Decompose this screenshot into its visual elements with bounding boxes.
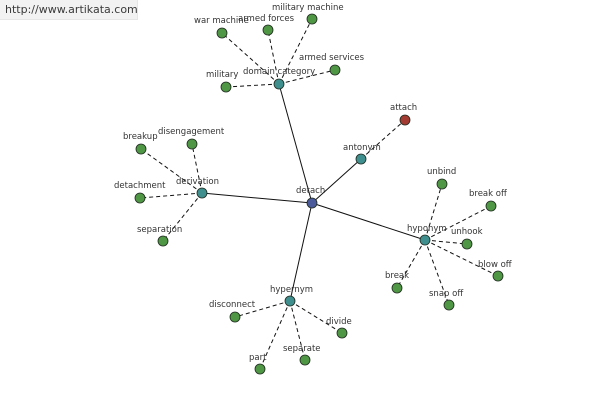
edge-domain-category-military-machine: [278, 18, 313, 85]
edge-center-antonym: [311, 158, 362, 204]
term-armed-services-node[interactable]: [329, 64, 341, 76]
category-antonym-label: antonym: [343, 143, 381, 153]
edge-hyponym-unhook: [424, 239, 468, 245]
category-derivation-node[interactable]: [196, 187, 208, 199]
term-war-machine-label: war machine: [194, 16, 249, 26]
term-snap-off-label: snap off: [429, 289, 464, 299]
category-hypernym-label: hypernym: [270, 285, 313, 295]
term-disconnect-node[interactable]: [229, 311, 241, 323]
category-antonym-node[interactable]: [355, 153, 367, 165]
term-unhook-label: unhook: [451, 227, 483, 237]
term-break-label: break: [385, 271, 409, 281]
term-disengagement-node[interactable]: [186, 138, 198, 150]
term-snap-off-node[interactable]: [443, 299, 455, 311]
edge-hypernym-part: [259, 300, 291, 370]
term-break-off-label: break off: [469, 189, 508, 199]
edge-domain-category-military: [225, 83, 280, 88]
term-attach-node[interactable]: [399, 114, 411, 126]
term-blow-off-node[interactable]: [492, 270, 504, 282]
edge-domain-category-armed-services: [278, 69, 336, 85]
term-breakup-label: breakup: [123, 132, 158, 142]
edge-center-domain-category: [278, 83, 313, 204]
watermark-url[interactable]: http://www.artikata.com: [0, 0, 138, 20]
term-break-node[interactable]: [391, 282, 403, 294]
term-break-off-node[interactable]: [485, 200, 497, 212]
term-armed-forces-label: armed forces: [238, 14, 295, 24]
edge-hyponym-unbind: [424, 183, 443, 241]
term-separate-node[interactable]: [299, 354, 311, 366]
term-detachment-label: detachment: [114, 181, 166, 191]
edge-domain-category-war-machine: [221, 32, 280, 85]
edge-hypernym-disconnect: [234, 300, 291, 318]
term-separate-label: separate: [283, 344, 321, 354]
term-military-machine-node[interactable]: [306, 13, 318, 25]
term-divide-label: divide: [326, 317, 352, 327]
edge-hyponym-break-off: [424, 205, 492, 241]
term-war-machine-node[interactable]: [216, 27, 228, 39]
edge-derivation-separation: [162, 192, 203, 242]
term-divide-node[interactable]: [336, 327, 348, 339]
edge-derivation-detachment: [139, 192, 203, 199]
category-derivation-label: derivation: [176, 177, 219, 187]
category-hyponym-node[interactable]: [419, 234, 431, 246]
term-blow-off-label: blow off: [478, 260, 513, 270]
term-disengagement-label: disengagement: [158, 127, 225, 137]
term-detachment-node[interactable]: [134, 192, 146, 204]
term-armed-forces-node[interactable]: [262, 24, 274, 36]
term-armed-services-label: armed services: [299, 53, 365, 63]
edge-derivation-disengagement: [191, 143, 203, 194]
center-detach-label: detach: [296, 186, 325, 196]
edge-hyponym-blow-off: [424, 239, 499, 277]
graph-edges: [139, 18, 499, 370]
graph-nodes: [134, 13, 504, 375]
term-disconnect-label: disconnect: [209, 300, 256, 310]
term-military-label: military: [206, 70, 238, 80]
term-unbind-node[interactable]: [436, 178, 448, 190]
category-domain-category-label: domain category: [243, 67, 315, 77]
edge-center-hyponym: [311, 202, 426, 241]
category-hyponym-label: hyponym: [407, 224, 447, 234]
term-military-machine-label: military machine: [272, 3, 344, 13]
term-separation-node[interactable]: [157, 235, 169, 247]
edge-hyponym-snap-off: [424, 239, 450, 306]
center-detach-node[interactable]: [306, 197, 318, 209]
term-military-node[interactable]: [220, 81, 232, 93]
term-part-node[interactable]: [254, 363, 266, 375]
edge-domain-category-armed-forces: [267, 29, 280, 85]
edge-derivation-breakup: [140, 148, 203, 194]
edge-hypernym-separate: [289, 300, 306, 361]
edge-antonym-attach: [360, 119, 406, 160]
term-breakup-node[interactable]: [135, 143, 147, 155]
edge-hypernym-divide: [289, 300, 343, 334]
term-part-label: part: [249, 353, 267, 363]
term-separation-label: separation: [137, 225, 182, 235]
category-hypernym-node[interactable]: [284, 295, 296, 307]
term-attach-label: attach: [390, 103, 417, 113]
edge-center-hypernym: [289, 202, 313, 302]
category-domain-category-node[interactable]: [273, 78, 285, 90]
term-unbind-label: unbind: [427, 167, 456, 177]
edge-center-derivation: [201, 192, 313, 204]
term-unhook-node[interactable]: [461, 238, 473, 250]
edge-hyponym-break: [396, 239, 426, 289]
